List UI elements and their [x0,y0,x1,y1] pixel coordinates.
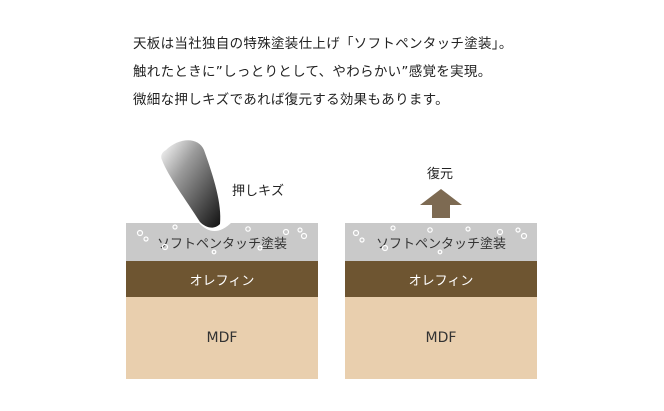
left-diagram-panel: ソフトペンタッチ塗装 オレフィン MDF [126,223,318,379]
mdf-layer: MDF [126,297,318,379]
olefin-layer-label: オレフィン [408,273,474,289]
right-diagram-panel: ソフトペンタッチ塗装 オレフィン MDF [345,223,537,379]
coating-layer: ソフトペンタッチ塗装 [345,223,537,261]
coating-layer-label: ソフトペンタッチ塗装 [156,236,287,252]
olefin-layer-label: オレフィン [189,273,255,289]
mdf-layer-label: MDF [425,330,457,346]
mdf-layer-label: MDF [206,330,238,346]
intro-line-1: 天板は当社独自の特殊塗装仕上げ「ソフトペンタッチ塗装」。 [133,36,513,52]
olefin-layer: オレフィン [126,261,318,297]
bubble-icons-left [136,224,308,255]
coating-layer-label: ソフトペンタッチ塗装 [375,236,506,252]
bubble-icons-right [352,225,528,255]
olefin-layer: オレフィン [345,261,537,297]
mdf-layer: MDF [345,297,537,379]
scratch-annotation: 押しキズ [232,184,285,199]
restore-annotation: 復元 [427,167,454,182]
pen-tip-icon [161,140,221,228]
intro-text: 天板は当社独自の特殊塗装仕上げ「ソフトペンタッチ塗装」。 触れたときに”しっとり… [133,30,633,114]
coating-layer: ソフトペンタッチ塗装 [126,223,318,261]
intro-line-3: 微細な押しキズであれば復元する効果もあります。 [133,92,449,108]
intro-line-2: 触れたときに”しっとりとして、やわらかい”感覚を実現。 [133,64,492,80]
restore-arrow-icon [420,189,462,218]
